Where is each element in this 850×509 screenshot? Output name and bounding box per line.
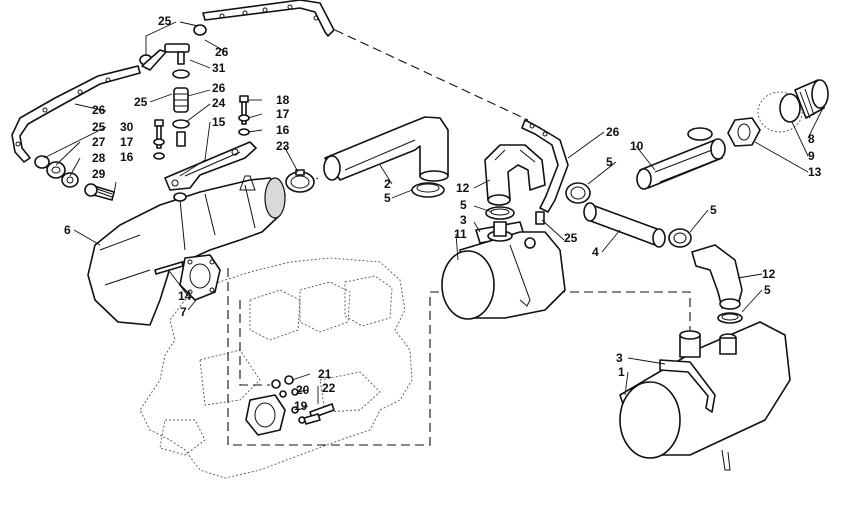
callout-21: 21: [318, 367, 332, 381]
callout-17: 17: [276, 107, 290, 121]
part-15-mounting-bracket: [164, 141, 257, 191]
part-8-tailpipe: [794, 79, 829, 119]
callout-15: 15: [212, 115, 226, 129]
callout-23: 23: [276, 139, 290, 153]
callout-2: 2: [384, 177, 391, 191]
part-5-clamp-e: [717, 312, 743, 324]
callout-31: 31: [212, 61, 226, 75]
callout-30: 30: [120, 120, 134, 134]
callout-19: 19: [294, 399, 308, 413]
part-25-fitting: [535, 211, 545, 225]
part-5-clamp-b: [485, 206, 515, 220]
callout-16: 16: [276, 123, 290, 137]
callout-12: 12: [762, 267, 776, 281]
part-12-elbow-lower: [691, 244, 743, 310]
part-26-left-tube: [11, 65, 141, 163]
part-9-flange: [757, 91, 803, 133]
callout-25: 25: [134, 95, 148, 109]
callout-1: 1: [618, 365, 625, 379]
callout-4: 4: [592, 245, 599, 259]
callout-26: 26: [606, 125, 620, 139]
callout-25: 25: [92, 120, 106, 134]
part-5-clamp-c: [565, 182, 591, 204]
callout-26: 26: [92, 103, 106, 117]
callout-5: 5: [460, 198, 467, 212]
callout-11: 11: [454, 227, 467, 241]
part-26-spring-hose: [172, 69, 190, 147]
callout-14: 14: [178, 289, 192, 303]
callout-24: 24: [212, 96, 226, 110]
part-14-studs: [154, 261, 184, 275]
part-11-muffler-upper: [441, 221, 566, 320]
callout-25: 25: [564, 231, 578, 245]
callout-12: 12: [456, 181, 470, 195]
callout-18: 18: [276, 93, 290, 107]
callout-20: 20: [296, 383, 310, 397]
parts-27-28-29-hardware: [34, 155, 115, 201]
parts-16-17-18-30-bolts: [153, 95, 250, 160]
part-4-straight-tube: [583, 202, 666, 248]
callout-28: 28: [92, 151, 106, 165]
callout-3: 3: [460, 213, 467, 227]
part-5-clamp-d: [668, 228, 692, 248]
callout-17: 17: [120, 135, 134, 149]
part-2-exhaust-tube: [323, 116, 449, 182]
callout-5: 5: [606, 155, 613, 169]
callout-29: 29: [92, 167, 106, 181]
part-26-pressure-tube: [521, 119, 569, 213]
callout-16: 16: [120, 150, 134, 164]
callout-5: 5: [764, 283, 771, 297]
callout-6: 6: [64, 223, 71, 237]
callout-9: 9: [808, 149, 815, 163]
part-3-strap-b: [659, 359, 716, 413]
callout-10: 10: [630, 139, 644, 153]
lower-flange-gasket: [245, 394, 286, 436]
callout-27: 27: [92, 135, 106, 149]
part-10-outlet-tube: [636, 127, 726, 190]
part-31-tee-fitting: [139, 24, 207, 71]
part-13-nut: [727, 117, 761, 147]
part-5-clamp-a: [411, 182, 445, 198]
part-1-muffler-lower: [619, 321, 791, 471]
part-12-elbow-upper: [484, 144, 546, 206]
callout-5: 5: [710, 203, 717, 217]
part-number-callouts: 25 26 31 25 26 24 26 25 27 28 29 30 17 1…: [64, 14, 822, 413]
part-23-clamp: [285, 169, 315, 193]
part-26-crossover-tube: [202, 0, 335, 37]
callout-3: 3: [616, 351, 623, 365]
callout-26: 26: [215, 45, 229, 59]
callout-leader-lines: [43, 21, 823, 411]
callout-26: 26: [212, 81, 226, 95]
callout-25: 25: [158, 14, 172, 28]
callout-13: 13: [808, 165, 822, 179]
callout-8: 8: [808, 132, 815, 146]
callout-7: 7: [180, 305, 187, 319]
part-6-exhaust-manifold: [87, 175, 286, 326]
callout-22: 22: [322, 381, 336, 395]
callout-5: 5: [384, 191, 391, 205]
